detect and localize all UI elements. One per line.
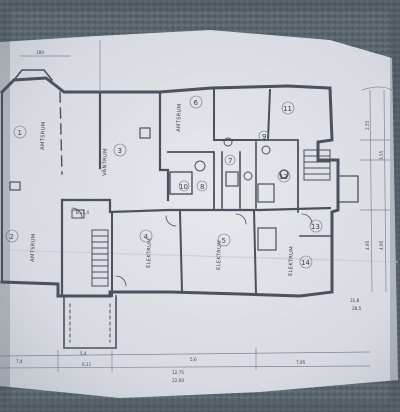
wall-interior-10 xyxy=(167,151,215,211)
room-number-8: 8 xyxy=(200,183,204,191)
column-2 xyxy=(139,127,151,139)
sink-2 xyxy=(243,171,253,181)
column-3 xyxy=(71,209,85,219)
note-1: B=2,4 xyxy=(76,210,89,215)
room-label-5: ELEKTRUM xyxy=(216,240,223,270)
sink-1 xyxy=(194,160,206,172)
dimension-lines xyxy=(0,40,393,372)
dim-bottom-left: 7,4 xyxy=(16,359,23,364)
toilet-1 xyxy=(223,137,233,147)
room-number-4: 4 xyxy=(144,233,149,241)
wc-block-3 xyxy=(257,183,275,203)
dim-right-c: 4,95 xyxy=(365,240,370,250)
wall-interior-2 xyxy=(59,91,63,175)
paper-sheet xyxy=(0,30,398,398)
wc-block-2 xyxy=(225,171,239,187)
room-label-6: ELEKTRUM xyxy=(288,246,295,276)
room-label-4: ELEKTRUM xyxy=(146,238,153,268)
room-number-13: 13 xyxy=(311,223,320,231)
room-number-10: 10 xyxy=(179,183,188,191)
wall-interior-4 xyxy=(60,198,332,214)
toilet-2 xyxy=(261,145,271,155)
bay-window xyxy=(12,69,54,82)
staircase-left xyxy=(91,229,109,287)
dim-bottom-total: 22,00 xyxy=(172,378,184,383)
room-number-14: 14 xyxy=(301,259,310,267)
note-2: 31,8 xyxy=(350,298,360,303)
room-number-11: 11 xyxy=(283,105,292,113)
entrance-porch-inner xyxy=(69,303,111,343)
dim-bottom-center: 12,75 xyxy=(172,370,184,375)
staircase-right xyxy=(303,149,331,181)
wall-interior-7 xyxy=(178,210,184,294)
wc-block-1 xyxy=(169,171,193,195)
right-steps xyxy=(337,175,359,203)
room-number-3: 3 xyxy=(118,147,122,155)
dim-bottom-mid-a: 5,4 xyxy=(80,351,87,356)
dim-bottom-mid-b: 6,11 xyxy=(82,362,92,367)
note-3: 28,5 xyxy=(352,306,362,311)
door-swing-2 xyxy=(165,215,177,227)
room-number-1: 1 xyxy=(18,129,22,137)
room-label-1: AMTSRUM xyxy=(40,121,47,150)
room-label-7: AMTSRUM xyxy=(176,103,183,132)
door-swing-5 xyxy=(115,275,127,287)
room-number-9: 9 xyxy=(262,133,266,141)
dimension-labels: 180 7,4 5,4 6,11 12,75 22,00 5,6 7,95 2,… xyxy=(16,50,384,383)
outer-wall-bottom xyxy=(0,280,334,298)
wall-interior-9 xyxy=(213,88,272,141)
dim-right-b: 3,55 xyxy=(379,150,384,160)
outer-wall-right xyxy=(316,86,340,294)
wall-interior-11 xyxy=(221,141,257,209)
door-swing-1 xyxy=(71,207,83,219)
room-labels: AMTSRUM AMTSRUM VÄNTRUM ELEKTRUM ELEKTRU… xyxy=(30,103,295,276)
dim-top-width: 180 xyxy=(36,50,44,55)
door-swing-3 xyxy=(235,213,247,225)
room-number-2: 2 xyxy=(10,233,14,241)
column-1 xyxy=(9,181,21,191)
wall-interior-8 xyxy=(252,208,258,296)
room-label-3: VÄNTRUM xyxy=(101,148,109,176)
room-number-5: 5 xyxy=(222,237,226,245)
dim-bottom-right-a: 5,6 xyxy=(190,357,197,362)
plan-drawing xyxy=(0,69,359,349)
wall-interior-3 xyxy=(158,90,170,202)
outer-wall-top xyxy=(0,76,332,95)
room-numbers: 1 2 3 4 5 6 7 8 9 10 11 12 13 14 xyxy=(5,95,323,269)
room-number-7: 7 xyxy=(228,157,232,165)
room-label-2: AMTSRUM xyxy=(30,233,37,262)
entrance-porch xyxy=(63,295,117,349)
kitchen-counter xyxy=(257,227,277,251)
dim-right-a: 2,55 xyxy=(365,120,370,130)
room-number-12: 12 xyxy=(279,173,288,181)
dim-right-d: 4,95 xyxy=(379,240,384,250)
dim-bottom-right-b: 7,95 xyxy=(296,360,306,365)
door-swing-4 xyxy=(301,213,313,225)
room-number-6: 6 xyxy=(194,99,199,107)
wall-interior-12 xyxy=(269,139,299,213)
